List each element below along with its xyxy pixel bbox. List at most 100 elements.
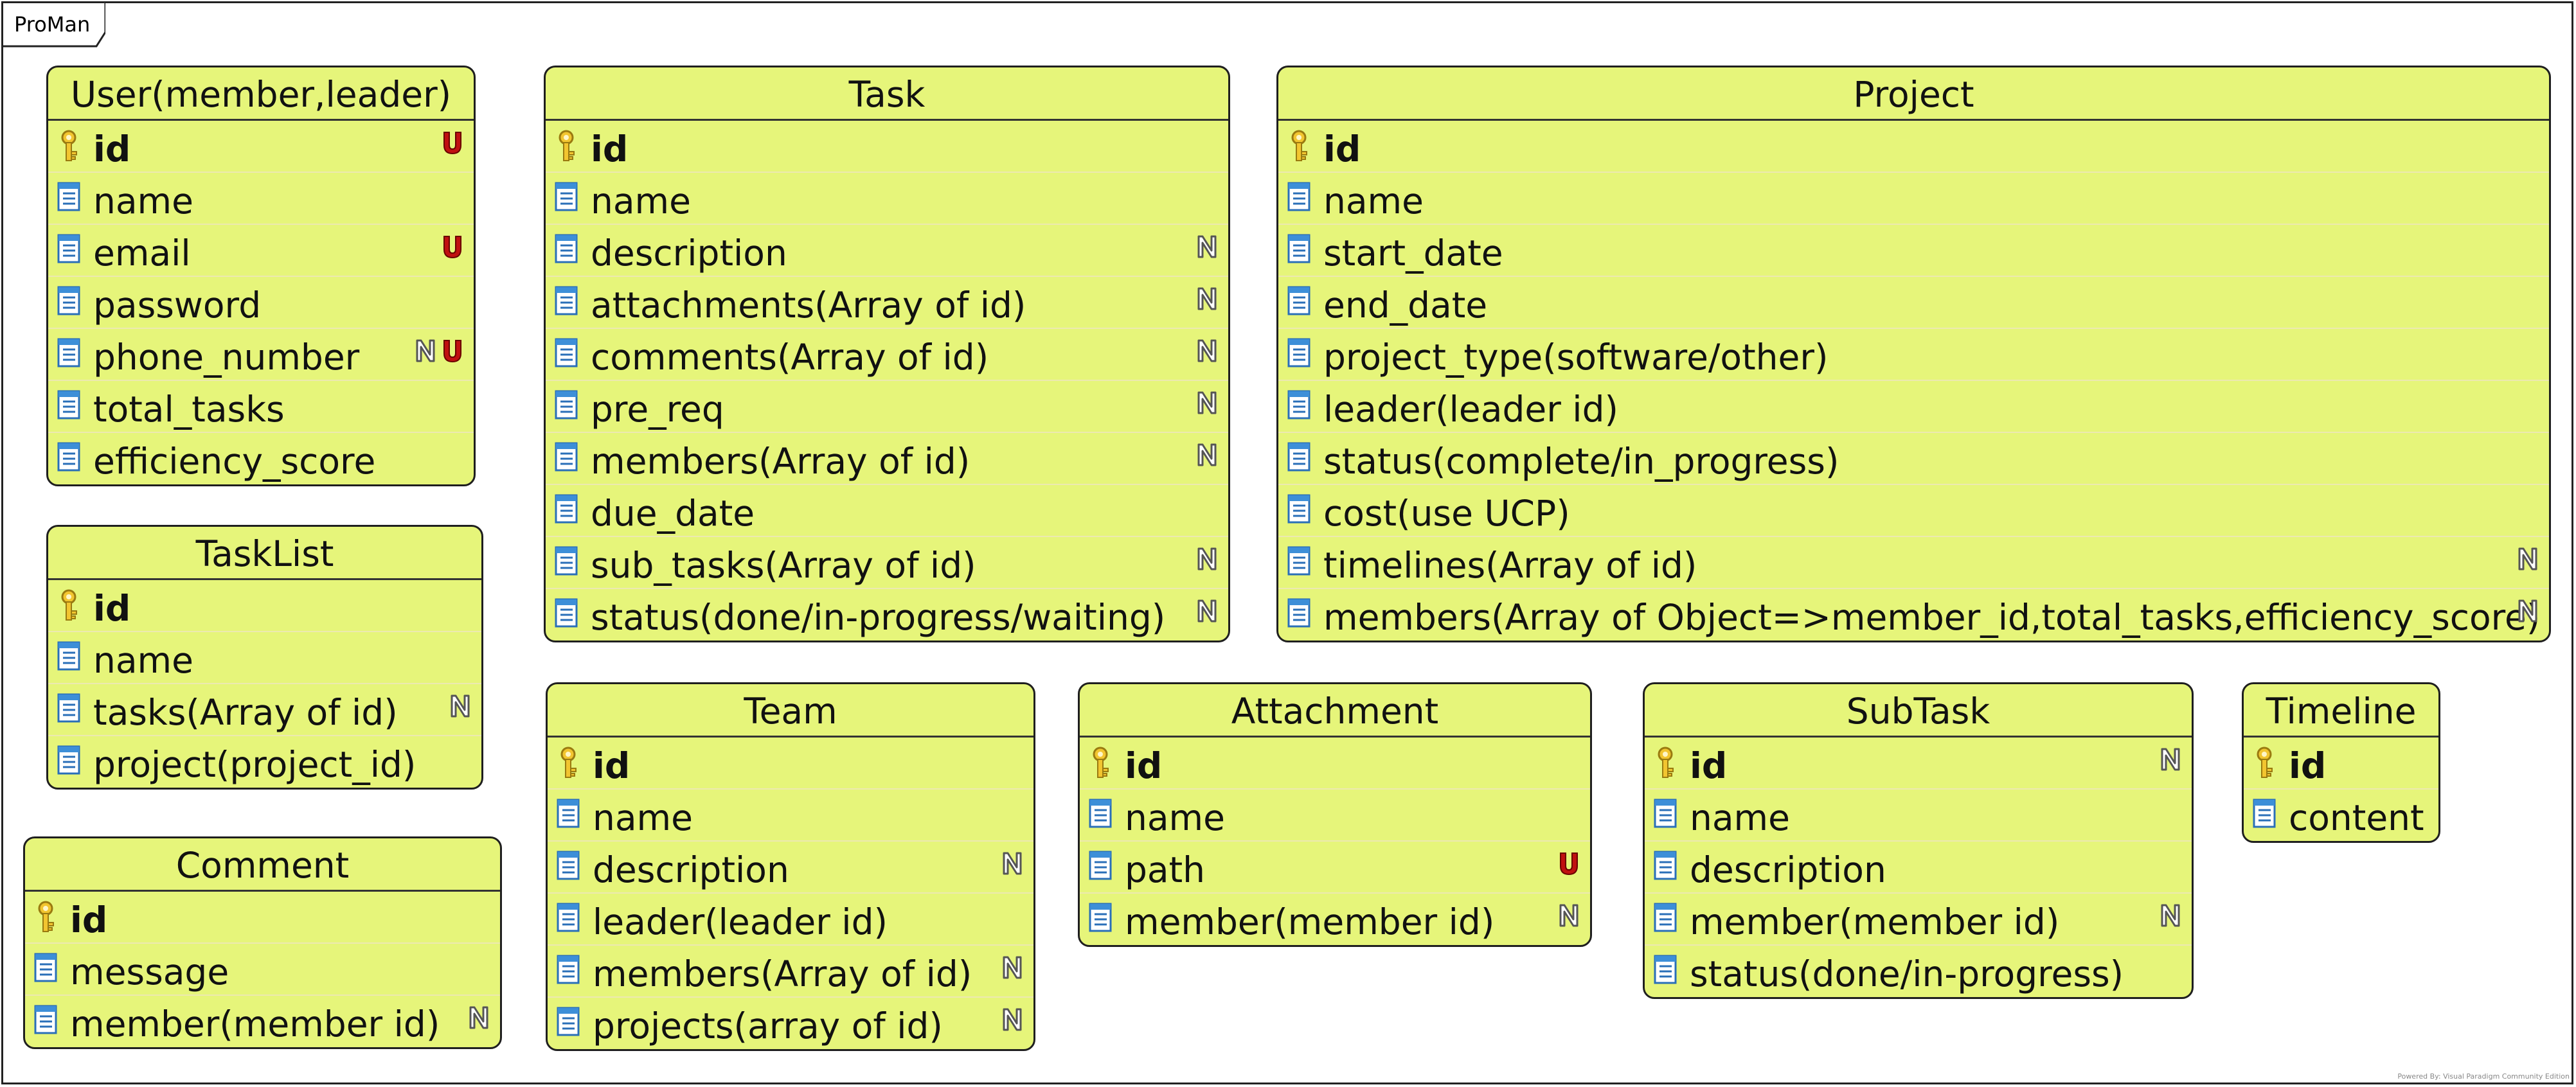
column-icon <box>57 234 82 266</box>
column-row[interactable]: comments(Array of id) <box>546 329 1228 381</box>
column-row[interactable]: phone_number <box>48 329 474 381</box>
column-row[interactable]: sub_tasks(Array of id) <box>546 537 1228 589</box>
column-row[interactable]: name <box>548 790 1033 842</box>
column-row[interactable]: end_date <box>1278 277 2549 329</box>
column-row[interactable]: description <box>546 225 1228 277</box>
column-name: timelines(Array of id) <box>1323 545 1697 586</box>
primary-key-row[interactable]: id <box>1645 738 2192 790</box>
column-row[interactable]: efficiency_score <box>48 433 474 484</box>
column-row[interactable]: members(Array of id) <box>548 946 1033 998</box>
primary-key-row[interactable]: id <box>548 738 1033 790</box>
column-row[interactable]: members(Array of id) <box>546 433 1228 485</box>
primary-key-row[interactable]: id <box>2244 738 2438 790</box>
column-name: leader(leader id) <box>1323 389 1618 430</box>
column-row[interactable]: timelines(Array of id) <box>1278 537 2549 589</box>
column-name: description <box>1690 849 1886 890</box>
column-icon <box>1287 182 1312 214</box>
column-name: start_date <box>1323 233 1503 274</box>
column-row[interactable]: name <box>1278 173 2549 225</box>
entity-title: Comment <box>25 838 500 892</box>
column-row[interactable]: projects(array of id) <box>548 998 1033 1049</box>
column-name: members(Array of id) <box>591 441 970 482</box>
column-row[interactable]: path <box>1080 842 1590 894</box>
nullable-icon <box>1001 955 1023 980</box>
column-row[interactable]: member(member id) <box>1080 894 1590 945</box>
column-row[interactable]: due_date <box>546 485 1228 537</box>
primary-key-row[interactable]: id <box>48 121 474 173</box>
column-name: name <box>1323 181 1424 222</box>
nullable-icon <box>1196 234 1218 260</box>
column-icon <box>555 546 579 578</box>
column-row[interactable]: attachments(Array of id) <box>546 277 1228 329</box>
column-row[interactable]: name <box>48 632 481 684</box>
column-row[interactable]: description <box>1645 842 2192 894</box>
column-icon <box>34 953 58 985</box>
column-name: message <box>70 951 229 993</box>
column-name: description <box>593 849 789 890</box>
column-icon <box>1654 851 1678 883</box>
column-row[interactable]: password <box>48 277 474 329</box>
column-row[interactable]: leader(leader id) <box>548 894 1033 946</box>
column-icon <box>555 286 579 318</box>
column-row[interactable]: status(done/in-progress) <box>1645 946 2192 997</box>
column-name: name <box>1125 797 1225 838</box>
primary-key-row[interactable]: id <box>48 580 481 632</box>
column-row[interactable]: description <box>548 842 1033 894</box>
entity-title: Task <box>546 67 1228 121</box>
column-icon <box>57 338 82 370</box>
column-icon <box>1287 390 1312 422</box>
column-row[interactable]: pre_req <box>546 381 1228 433</box>
column-name: status(done/in-progress/waiting) <box>591 597 1166 638</box>
column-icon <box>57 182 82 214</box>
column-icon <box>1089 903 1113 935</box>
column-row[interactable]: email <box>48 225 474 277</box>
column-row[interactable]: name <box>1080 790 1590 842</box>
column-icon <box>1089 799 1113 831</box>
column-row[interactable]: content <box>2244 790 2438 841</box>
nullable-icon <box>1196 598 1218 624</box>
column-icon <box>557 799 581 831</box>
primary-key-row[interactable]: id <box>1278 121 2549 173</box>
column-row[interactable]: start_date <box>1278 225 2549 277</box>
column-row[interactable]: project(project_id) <box>48 736 481 788</box>
primary-key-icon <box>1089 747 1112 782</box>
column-row[interactable]: name <box>546 173 1228 225</box>
column-row[interactable]: total_tasks <box>48 381 474 433</box>
column-row[interactable]: status(complete/in_progress) <box>1278 433 2549 485</box>
column-name: comments(Array of id) <box>591 337 989 378</box>
column-row[interactable]: leader(leader id) <box>1278 381 2549 433</box>
primary-key-row[interactable]: id <box>25 892 500 944</box>
column-name: name <box>93 640 193 681</box>
primary-key-row[interactable]: id <box>1080 738 1590 790</box>
column-row[interactable]: message <box>25 944 500 996</box>
column-row[interactable]: project_type(software/other) <box>1278 329 2549 381</box>
column-name: tasks(Array of id) <box>93 692 398 733</box>
entity-title: Timeline <box>2244 684 2438 738</box>
column-row[interactable]: members(Array of Object=>member_id,total… <box>1278 589 2549 641</box>
nullable-icon <box>468 1005 490 1030</box>
column-name: phone_number <box>93 337 360 378</box>
column-row[interactable]: member(member id) <box>25 996 500 1047</box>
column-row[interactable]: cost(use UCP) <box>1278 485 2549 537</box>
column-icon <box>1654 903 1678 935</box>
entity-title: TaskList <box>48 527 481 580</box>
entity-title: User(member,leader) <box>48 67 474 121</box>
column-row[interactable]: member(member id) <box>1645 894 2192 946</box>
primary-key-icon <box>1287 130 1310 166</box>
column-row[interactable]: status(done/in-progress/waiting) <box>546 589 1228 641</box>
column-row[interactable]: tasks(Array of id) <box>48 684 481 736</box>
primary-key-row[interactable]: id <box>546 121 1228 173</box>
column-row[interactable]: name <box>1645 790 2192 842</box>
column-icon <box>557 903 581 935</box>
column-row[interactable]: name <box>48 173 474 225</box>
column-name: cost(use UCP) <box>1323 493 1570 534</box>
